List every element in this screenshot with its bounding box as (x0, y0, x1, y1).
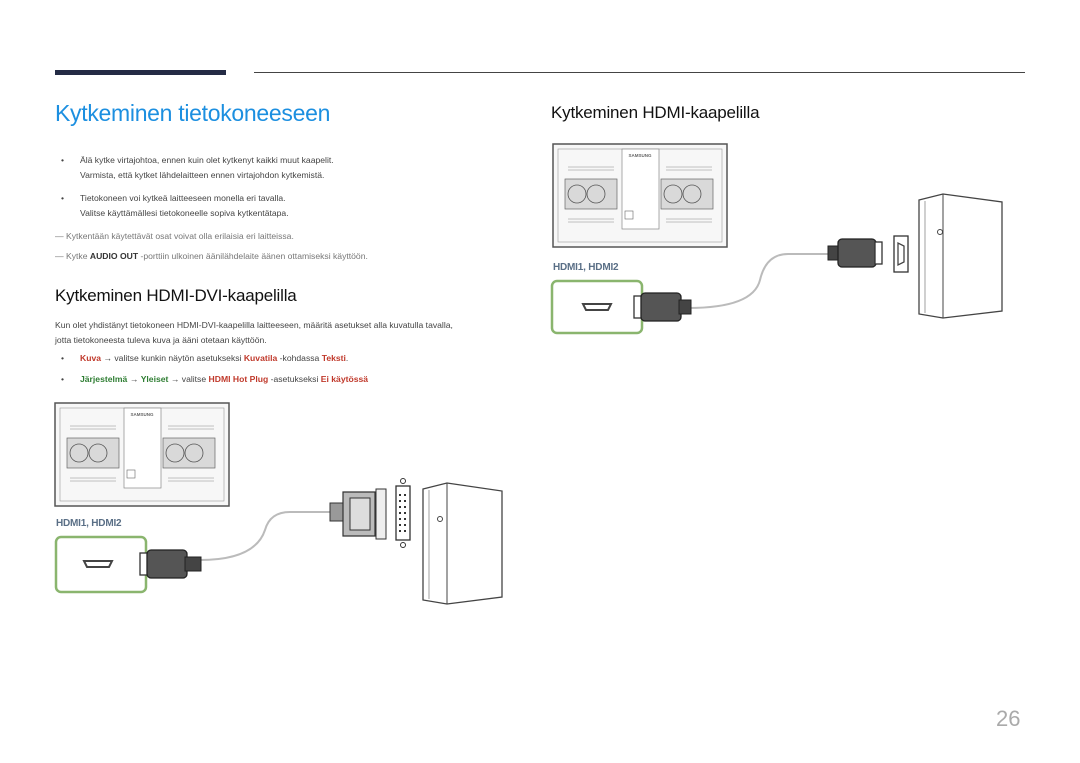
monitor-brand-logo: SAMSUNG (130, 412, 154, 417)
hdmi-port-icon (581, 303, 613, 311)
bullet-dot: • (61, 374, 65, 384)
page-number: 26 (996, 706, 1021, 731)
intro-bullet-1: • Älä kytke virtajohtoa, ennen kuin olet… (61, 153, 334, 183)
hdmi-dvi-para-line1: Kun olet yhdistänyt tietokoneen HDMI-DVI… (55, 320, 453, 330)
monitor-back-illustration: SAMSUNG (552, 143, 728, 248)
hdmi-plug-icon (633, 292, 692, 322)
hdmi-diagram: SAMSUNG (550, 143, 1003, 335)
dvi-plug-icon (329, 488, 387, 540)
note-2-pre: Kytke (65, 251, 90, 261)
menu-ei-kaytossa: Ei käytössä (320, 374, 369, 384)
step1-text-1: → valitse kunkin näytön asetukseksi (101, 353, 244, 363)
intro-bullet-1-line2: Varmista, että kytket lähdelaitteen enne… (80, 170, 325, 180)
bullet-dot: • (61, 193, 65, 203)
note-dash: ― (55, 231, 66, 241)
intro-bullet-2-line1: Tietokoneen voi kytkeä laitteeseen monel… (80, 193, 286, 203)
menu-yleiset: Yleiset (140, 374, 169, 384)
pc-tower-illustration (422, 482, 503, 605)
note-1-text: Kytkentään käytettävät osat voivat olla … (65, 231, 294, 241)
note-dash: ― (55, 251, 66, 261)
intro-bullet-2-line2: Valitse käyttämällesi tietokoneelle sopi… (80, 208, 289, 218)
menu-kuvatila: Kuvatila (243, 353, 278, 363)
note-2-post: -porttiin ulkoinen äänilähdelaite äänen … (138, 251, 368, 261)
bullet-dot: • (61, 155, 65, 165)
pc-tower-illustration (918, 193, 1003, 319)
hdmi-dvi-paragraph: Kun olet yhdistänyt tietokoneen HDMI-DVI… (55, 318, 453, 348)
section-heading-hdmi-dvi: Kytkeminen HDMI-DVI-kaapelilla (55, 286, 297, 305)
hdmi-plug-icon (139, 549, 202, 579)
step2-arrow-1: → (127, 374, 141, 384)
hdmi-dvi-port-label: HDMI1, HDMI2 (56, 518, 122, 529)
step2-text-1: → valitse (168, 374, 209, 384)
hdmi-plug-pc-icon (827, 238, 883, 268)
menu-jarjestelma: Järjestelmä (80, 374, 128, 384)
note-2: ― Kytke AUDIO OUT -porttiin ulkoinen ään… (55, 251, 368, 261)
menu-kuva: Kuva (80, 353, 102, 363)
monitor-brand-logo: SAMSUNG (628, 153, 652, 158)
hdmi-dvi-step-1: • Kuva → valitse kunkin näytön asetuksek… (61, 351, 349, 366)
intro-bullet-2: • Tietokoneen voi kytkeä laitteeseen mon… (61, 191, 289, 221)
bullet-dot: • (61, 353, 65, 363)
hdmi-dvi-para-line2: jotta tietokoneesta tuleva kuva ja ääni … (55, 335, 267, 345)
menu-hdmi-hot-plug: HDMI Hot Plug (208, 374, 269, 384)
step2-text-2: -asetukseksi (268, 374, 321, 384)
page-title: Kytkeminen tietokoneeseen (55, 100, 331, 126)
hdmi-port-highlight (54, 535, 148, 594)
monitor-back-illustration: SAMSUNG (54, 402, 230, 507)
intro-bullet-1-line1: Älä kytke virtajohtoa, ennen kuin olet k… (80, 155, 334, 165)
step1-text-2: -kohdassa (277, 353, 322, 363)
hdmi-port-icon (82, 560, 114, 568)
hdmi-dvi-diagram: SAMSUNG (54, 402, 503, 605)
section-heading-hdmi: Kytkeminen HDMI-kaapelilla (551, 103, 760, 122)
hdmi-port-pc-icon (893, 235, 909, 273)
header-accent-bar (55, 70, 226, 75)
hdmi-port-label: HDMI1, HDMI2 (553, 262, 619, 273)
header-rule (254, 72, 1025, 73)
hdmi-dvi-step-2: • Järjestelmä → Yleiset → valitse HDMI H… (61, 372, 369, 387)
note-2-bold: AUDIO OUT (89, 251, 139, 261)
dvi-port-icon (395, 478, 411, 548)
hdmi-port-highlight (550, 279, 644, 335)
step1-end: . (345, 353, 349, 363)
note-1: ― Kytkentään käytettävät osat voivat oll… (55, 231, 294, 241)
menu-teksti: Teksti (321, 353, 346, 363)
